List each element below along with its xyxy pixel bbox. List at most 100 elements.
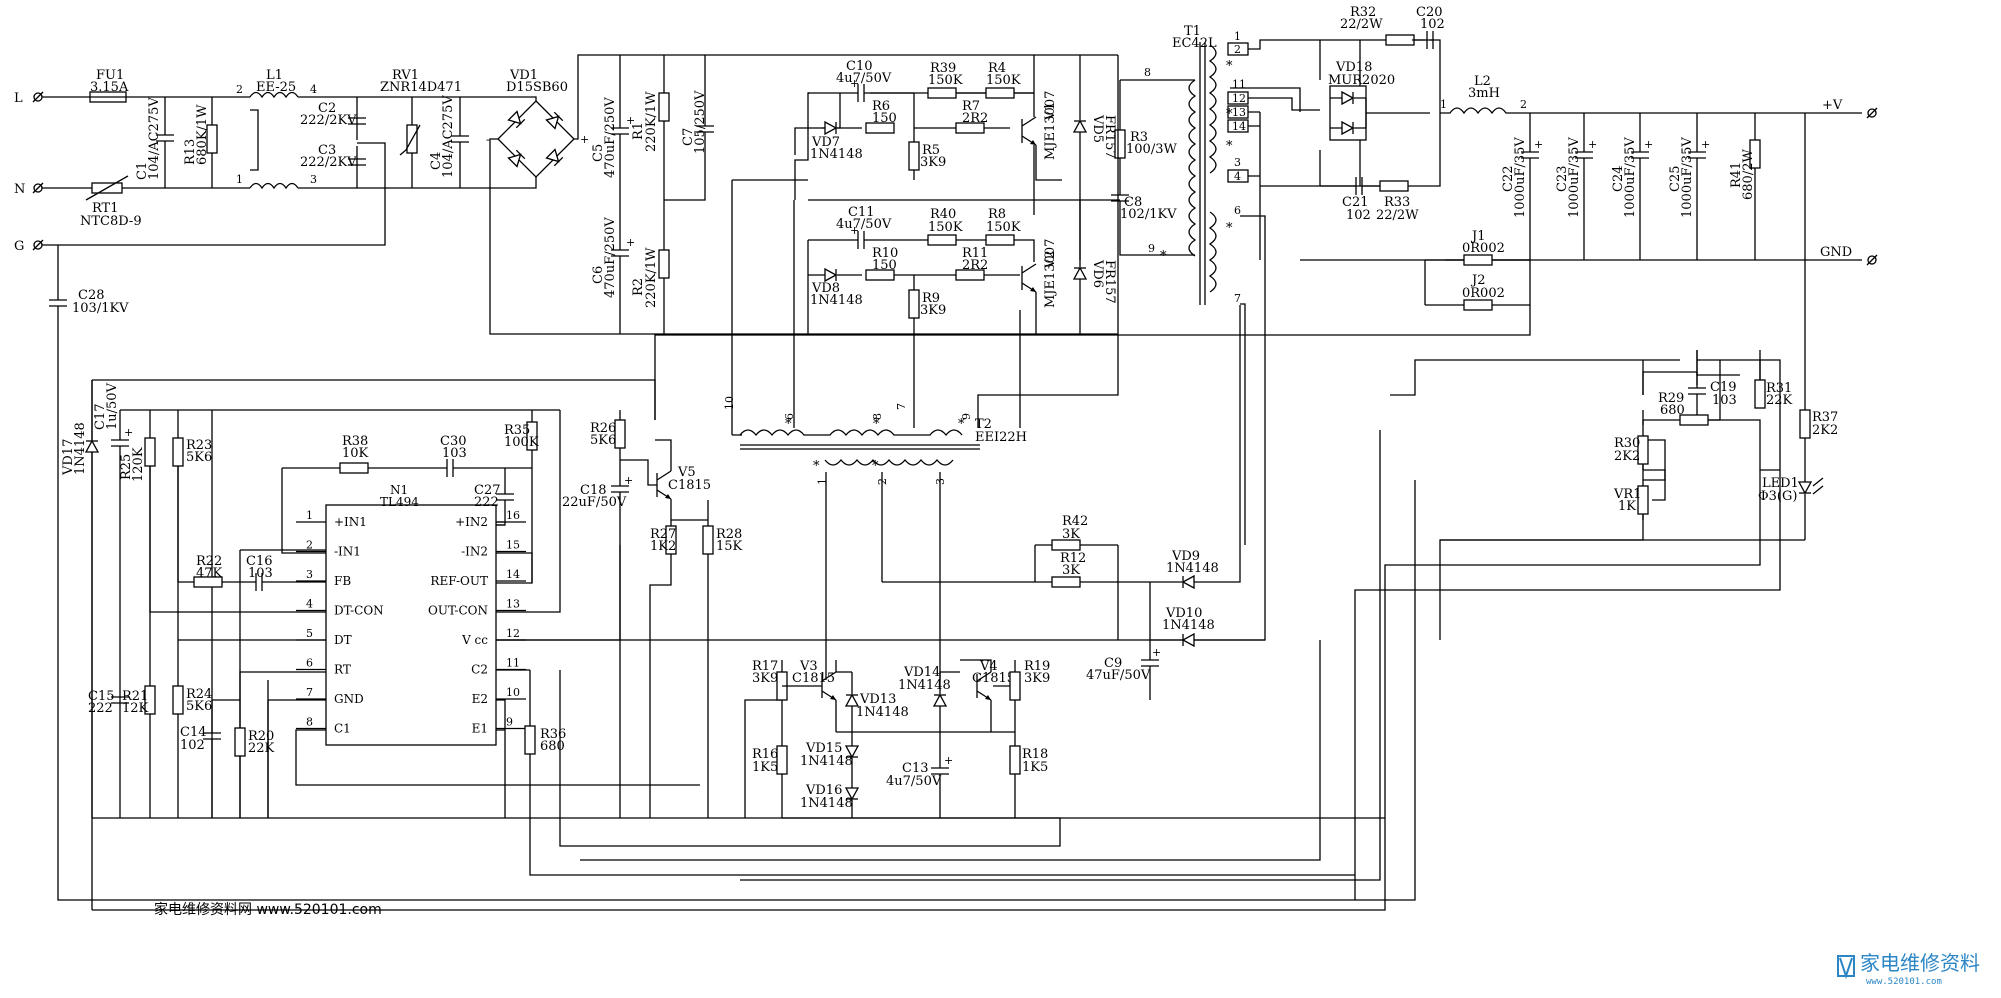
svg-text:VD1: VD1 [509, 68, 538, 83]
svg-text:150K: 150K [986, 220, 1021, 235]
svg-text:R37: R37 [1812, 410, 1838, 425]
svg-text:2R2: 2R2 [962, 111, 988, 126]
svg-text:TL494: TL494 [380, 495, 419, 509]
svg-text:C21: C21 [1342, 195, 1369, 210]
svg-text:VD5: VD5 [1090, 114, 1105, 143]
svg-text:www.520101.com: www.520101.com [1866, 977, 1942, 987]
svg-text:C27: C27 [474, 483, 501, 498]
svg-text:VD6: VD6 [1090, 259, 1105, 288]
svg-text:1000uF/35V: 1000uF/35V [1513, 137, 1528, 218]
svg-text:220K/1W: 220K/1W [644, 247, 659, 308]
svg-text:7: 7 [1234, 292, 1241, 305]
svg-text:+: + [580, 133, 589, 146]
svg-text:3: 3 [310, 173, 317, 186]
svg-text:VD7: VD7 [811, 135, 840, 150]
svg-text:*: * [785, 417, 792, 432]
svg-text:R21: R21 [122, 689, 148, 704]
resistor-r13: R13 680K/1W [183, 97, 218, 188]
ic-pin-name: REF-OUT [430, 574, 488, 588]
svg-text:2K2: 2K2 [1614, 449, 1640, 464]
svg-text:R22: R22 [196, 554, 222, 569]
svg-text:150K: 150K [986, 73, 1021, 88]
ic-pin-name: +IN2 [455, 515, 488, 529]
svg-text:L2: L2 [1474, 74, 1491, 89]
terminal-g: G [14, 239, 44, 254]
ic-pin-name: OUT-CON [428, 604, 488, 618]
svg-text:V2: V2 [1043, 250, 1058, 269]
svg-text:R26: R26 [590, 421, 616, 436]
svg-text:3K: 3K [1062, 527, 1080, 542]
svg-text:+: + [1588, 138, 1597, 151]
svg-text:R32: R32 [1350, 5, 1376, 20]
ic-pin-name: -IN1 [334, 545, 361, 559]
svg-text:R33: R33 [1384, 195, 1410, 210]
svg-text:C4: C4 [429, 152, 444, 170]
ic-pin-number: 4 [306, 598, 313, 611]
svg-text:1: 1 [236, 173, 243, 186]
svg-text:150: 150 [872, 111, 897, 126]
svg-text:4: 4 [1234, 170, 1241, 183]
svg-text:3.15A: 3.15A [90, 80, 129, 95]
svg-text:RT1: RT1 [92, 201, 119, 216]
svg-text:150K: 150K [928, 220, 963, 235]
svg-text:C30: C30 [440, 434, 467, 449]
svg-text:0R002: 0R002 [1462, 286, 1505, 301]
transformer-t1: T1 EC42L 8 9 * * * * 2 1 11 12 13 14 3 4… [1144, 24, 1320, 641]
ic-pin-number: 14 [506, 568, 520, 581]
svg-text:103: 103 [442, 446, 467, 461]
ic-pin-name: DT-CON [334, 604, 384, 618]
svg-text:1N4148: 1N4148 [810, 293, 863, 308]
watermark: 家电维修资料网 www.520101.com 家电维修资料 www.520101… [154, 901, 1980, 987]
svg-text:+: + [624, 474, 633, 487]
svg-text:C7: C7 [681, 128, 696, 146]
svg-text:*: * [1226, 221, 1233, 236]
svg-text:100/3W: 100/3W [1126, 142, 1177, 157]
svg-text:家电维修资料网 www.520101.com: 家电维修资料网 www.520101.com [154, 901, 382, 918]
svg-text:R28: R28 [716, 527, 742, 542]
svg-text:C2: C2 [318, 101, 336, 116]
svg-text:102/1KV: 102/1KV [1120, 207, 1177, 222]
svg-text:*: * [1160, 249, 1167, 264]
svg-text:L1: L1 [266, 68, 283, 83]
svg-text:470uF/250V: 470uF/250V [603, 217, 618, 298]
svg-text:680K/1W: 680K/1W [195, 104, 210, 165]
svg-text:103/1KV: 103/1KV [72, 301, 129, 316]
svg-text:120K: 120K [131, 447, 146, 482]
svg-text:R40: R40 [930, 207, 956, 222]
svg-text:222: 222 [474, 495, 499, 510]
svg-text:*: * [813, 459, 820, 474]
svg-text:+: + [850, 224, 859, 237]
svg-text:22K: 22K [1766, 393, 1793, 408]
capacitor-c4: C4 104/AC275V [429, 95, 470, 188]
svg-text:R4: R4 [988, 61, 1006, 76]
svg-text:VD16: VD16 [805, 783, 842, 798]
